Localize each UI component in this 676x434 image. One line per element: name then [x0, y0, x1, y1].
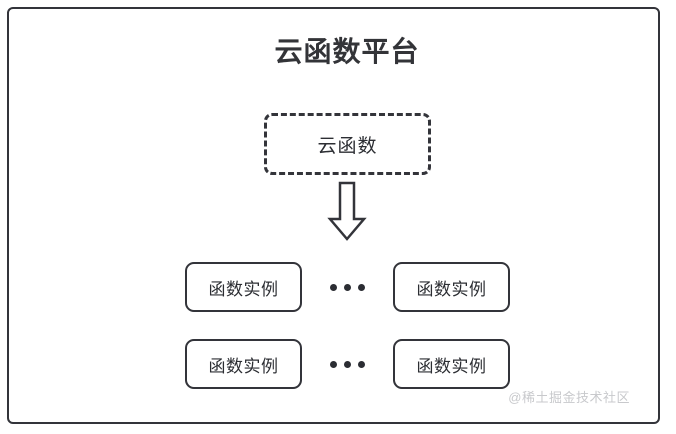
function-instance-box: 函数实例	[185, 339, 302, 389]
ellipsis-dot	[330, 360, 337, 368]
platform-boundary-frame: 云函数平台 云函数 函数实例 函数实例 函数实例	[7, 7, 660, 424]
function-instance-label: 函数实例	[208, 356, 279, 376]
down-arrow-icon	[323, 181, 371, 243]
ellipsis-dot	[344, 360, 351, 368]
ellipsis-dot	[358, 360, 365, 368]
function-instance-label: 函数实例	[416, 356, 487, 376]
ellipsis-dot	[358, 283, 365, 291]
function-instance-label: 函数实例	[208, 279, 279, 299]
function-instance-box: 函数实例	[185, 262, 302, 312]
instance-row-2: 函数实例 函数实例	[185, 339, 510, 389]
ellipsis-dot	[344, 283, 351, 291]
instance-row-1: 函数实例 函数实例	[185, 262, 510, 312]
ellipsis-icon	[330, 339, 365, 389]
function-instance-box: 函数实例	[393, 339, 510, 389]
ellipsis-dot	[330, 283, 337, 291]
ellipsis-icon	[330, 262, 365, 312]
cloud-function-node: 云函数	[264, 113, 431, 175]
function-instance-label: 函数实例	[416, 279, 487, 299]
function-instance-box: 函数实例	[393, 262, 510, 312]
cloud-function-label: 云函数	[317, 135, 378, 157]
page-title: 云函数平台	[274, 36, 420, 67]
watermark: @稀土掘金技术社区	[508, 390, 630, 405]
